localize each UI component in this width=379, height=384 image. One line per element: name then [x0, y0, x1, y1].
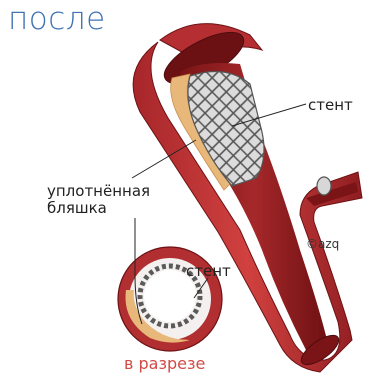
page-title: после [8, 4, 106, 35]
label-stent-cross-section: стент [186, 264, 231, 279]
copyright-mark: ©azq [306, 238, 339, 250]
cross-section-caption: в разрезе [124, 356, 205, 372]
branch-stent-ring [317, 177, 331, 195]
label-stent: стент [308, 98, 353, 113]
label-compressed-plaque: уплотнённая [47, 184, 150, 199]
label-plaque: бляшка [47, 201, 107, 216]
